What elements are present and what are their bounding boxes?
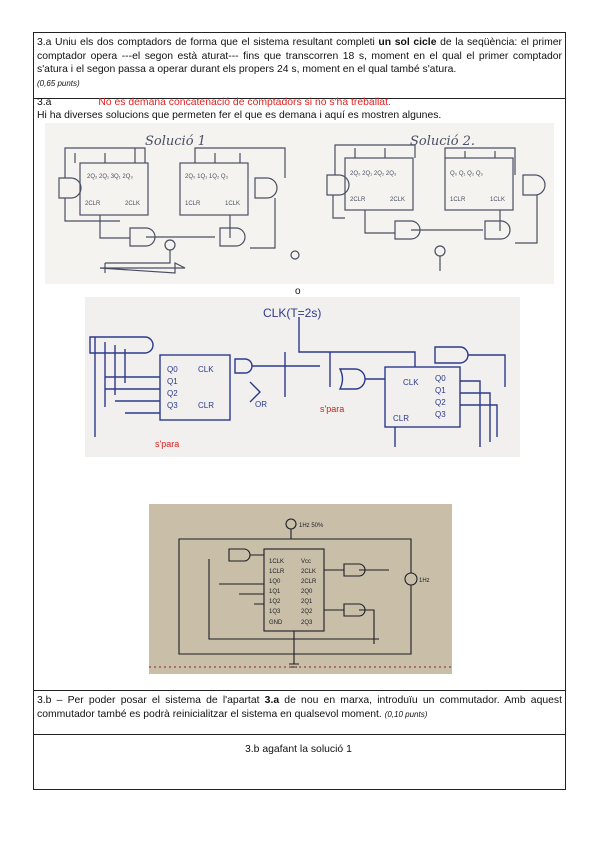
figure-solution-3: CLK(T=2s) Q0 Q1 Q2 Q3 CLK CLR CLK Q0 Q1 … bbox=[85, 297, 520, 457]
svg-text:2Q3: 2Q3 bbox=[301, 620, 313, 626]
svg-text:CLK: CLK bbox=[403, 378, 419, 387]
svg-text:Q1: Q1 bbox=[435, 386, 446, 395]
answer-frame bbox=[33, 32, 566, 790]
svg-text:2CLK: 2CLK bbox=[125, 201, 140, 207]
svg-text:2Q0: 2Q0 bbox=[301, 589, 313, 595]
svg-text:1CLK: 1CLK bbox=[225, 201, 240, 207]
svg-text:2CLR: 2CLR bbox=[301, 579, 317, 585]
side-clock-label: 1Hz bbox=[419, 578, 430, 584]
divider bbox=[33, 690, 566, 691]
svg-text:1Q3: 1Q3 bbox=[269, 609, 281, 615]
svg-text:Q₀ Q₁ Q₂ Q₃: Q₀ Q₁ Q₂ Q₃ bbox=[450, 171, 484, 177]
correction-note: No es demana concatenació de comptadors … bbox=[98, 97, 391, 108]
solution2-label: Solució 2. bbox=[410, 134, 475, 149]
svg-text:OR: OR bbox=[255, 400, 267, 409]
divider bbox=[33, 734, 566, 735]
svg-text:2Q1: 2Q1 bbox=[301, 599, 313, 605]
svg-text:1CLK: 1CLK bbox=[269, 559, 284, 565]
question-3a: 3.a Uniu els dos comptadors de forma que… bbox=[37, 36, 562, 90]
svg-text:Vcc: Vcc bbox=[301, 559, 311, 565]
svg-text:Q0: Q0 bbox=[435, 374, 446, 383]
svg-text:Q1: Q1 bbox=[167, 377, 178, 386]
svg-text:Q2: Q2 bbox=[167, 389, 178, 398]
svg-text:CLK: CLK bbox=[198, 365, 214, 374]
svg-text:2CLK: 2CLK bbox=[390, 197, 405, 203]
svg-text:1CLK: 1CLK bbox=[490, 197, 505, 203]
svg-text:2Q₂ 2Q₁ 3Q₁ 2Q₃: 2Q₂ 2Q₁ 3Q₁ 2Q₃ bbox=[87, 174, 133, 180]
points-3b: (0,10 punts) bbox=[384, 709, 428, 719]
red-note: s'para bbox=[320, 404, 344, 414]
svg-text:2Q₀ 1Q₁ 1Q₂ Q₃: 2Q₀ 1Q₁ 1Q₂ Q₃ bbox=[185, 174, 229, 180]
svg-text:2CLK: 2CLK bbox=[301, 569, 316, 575]
top-clock-label: 1Hz 50% bbox=[299, 523, 324, 529]
svg-text:1Q0: 1Q0 bbox=[269, 579, 281, 585]
separator-o: o bbox=[295, 286, 301, 297]
svg-text:2CLR: 2CLR bbox=[85, 201, 101, 207]
figure-solutions-1-2: Solució 1 Solució 2. 2Q₂ 2Q₁ 3Q₁ 2Q₃ 2Q₀… bbox=[45, 123, 554, 284]
points-3a: (0,65 punts) bbox=[37, 78, 80, 88]
svg-text:2CLR: 2CLR bbox=[350, 197, 366, 203]
question-3b: 3.b – Per poder posar el sistema de l'ap… bbox=[37, 695, 562, 720]
svg-text:Q3: Q3 bbox=[167, 401, 178, 410]
svg-text:GND: GND bbox=[269, 620, 283, 626]
divider bbox=[33, 98, 566, 99]
svg-text:1Q1: 1Q1 bbox=[269, 589, 281, 595]
svg-text:Q3: Q3 bbox=[435, 410, 446, 419]
svg-text:Q0: Q0 bbox=[167, 365, 178, 374]
svg-text:1CLR: 1CLR bbox=[185, 201, 201, 207]
svg-text:1CLR: 1CLR bbox=[450, 197, 466, 203]
answer-label: 3.a bbox=[37, 97, 52, 108]
svg-text:2Q2: 2Q2 bbox=[301, 609, 313, 615]
svg-text:CLR: CLR bbox=[198, 401, 214, 410]
red-note: s'para bbox=[155, 439, 179, 449]
figure-solution-4: 1Hz 50% 1CLK 1CLR 1Q0 1Q1 1Q2 1Q3 GND Vc… bbox=[149, 504, 452, 674]
answer-3b: 3.b agafant la solució 1 bbox=[245, 744, 352, 755]
svg-text:Q2: Q2 bbox=[435, 398, 446, 407]
svg-text:2Q₀ 2Q₁ 2Q₂ 2Q₃: 2Q₀ 2Q₁ 2Q₂ 2Q₃ bbox=[350, 171, 397, 177]
clk-label: CLK(T=2s) bbox=[263, 306, 321, 320]
answer-3a-header: 3.a No es demana concatenació de comptad… bbox=[37, 96, 562, 110]
svg-text:CLR: CLR bbox=[393, 414, 409, 423]
solution1-label: Solució 1 bbox=[145, 134, 206, 149]
svg-text:1CLR: 1CLR bbox=[269, 569, 285, 575]
answer-intro: Hi ha diverses solucions que permeten fe… bbox=[37, 110, 442, 121]
svg-text:1Q2: 1Q2 bbox=[269, 599, 281, 605]
